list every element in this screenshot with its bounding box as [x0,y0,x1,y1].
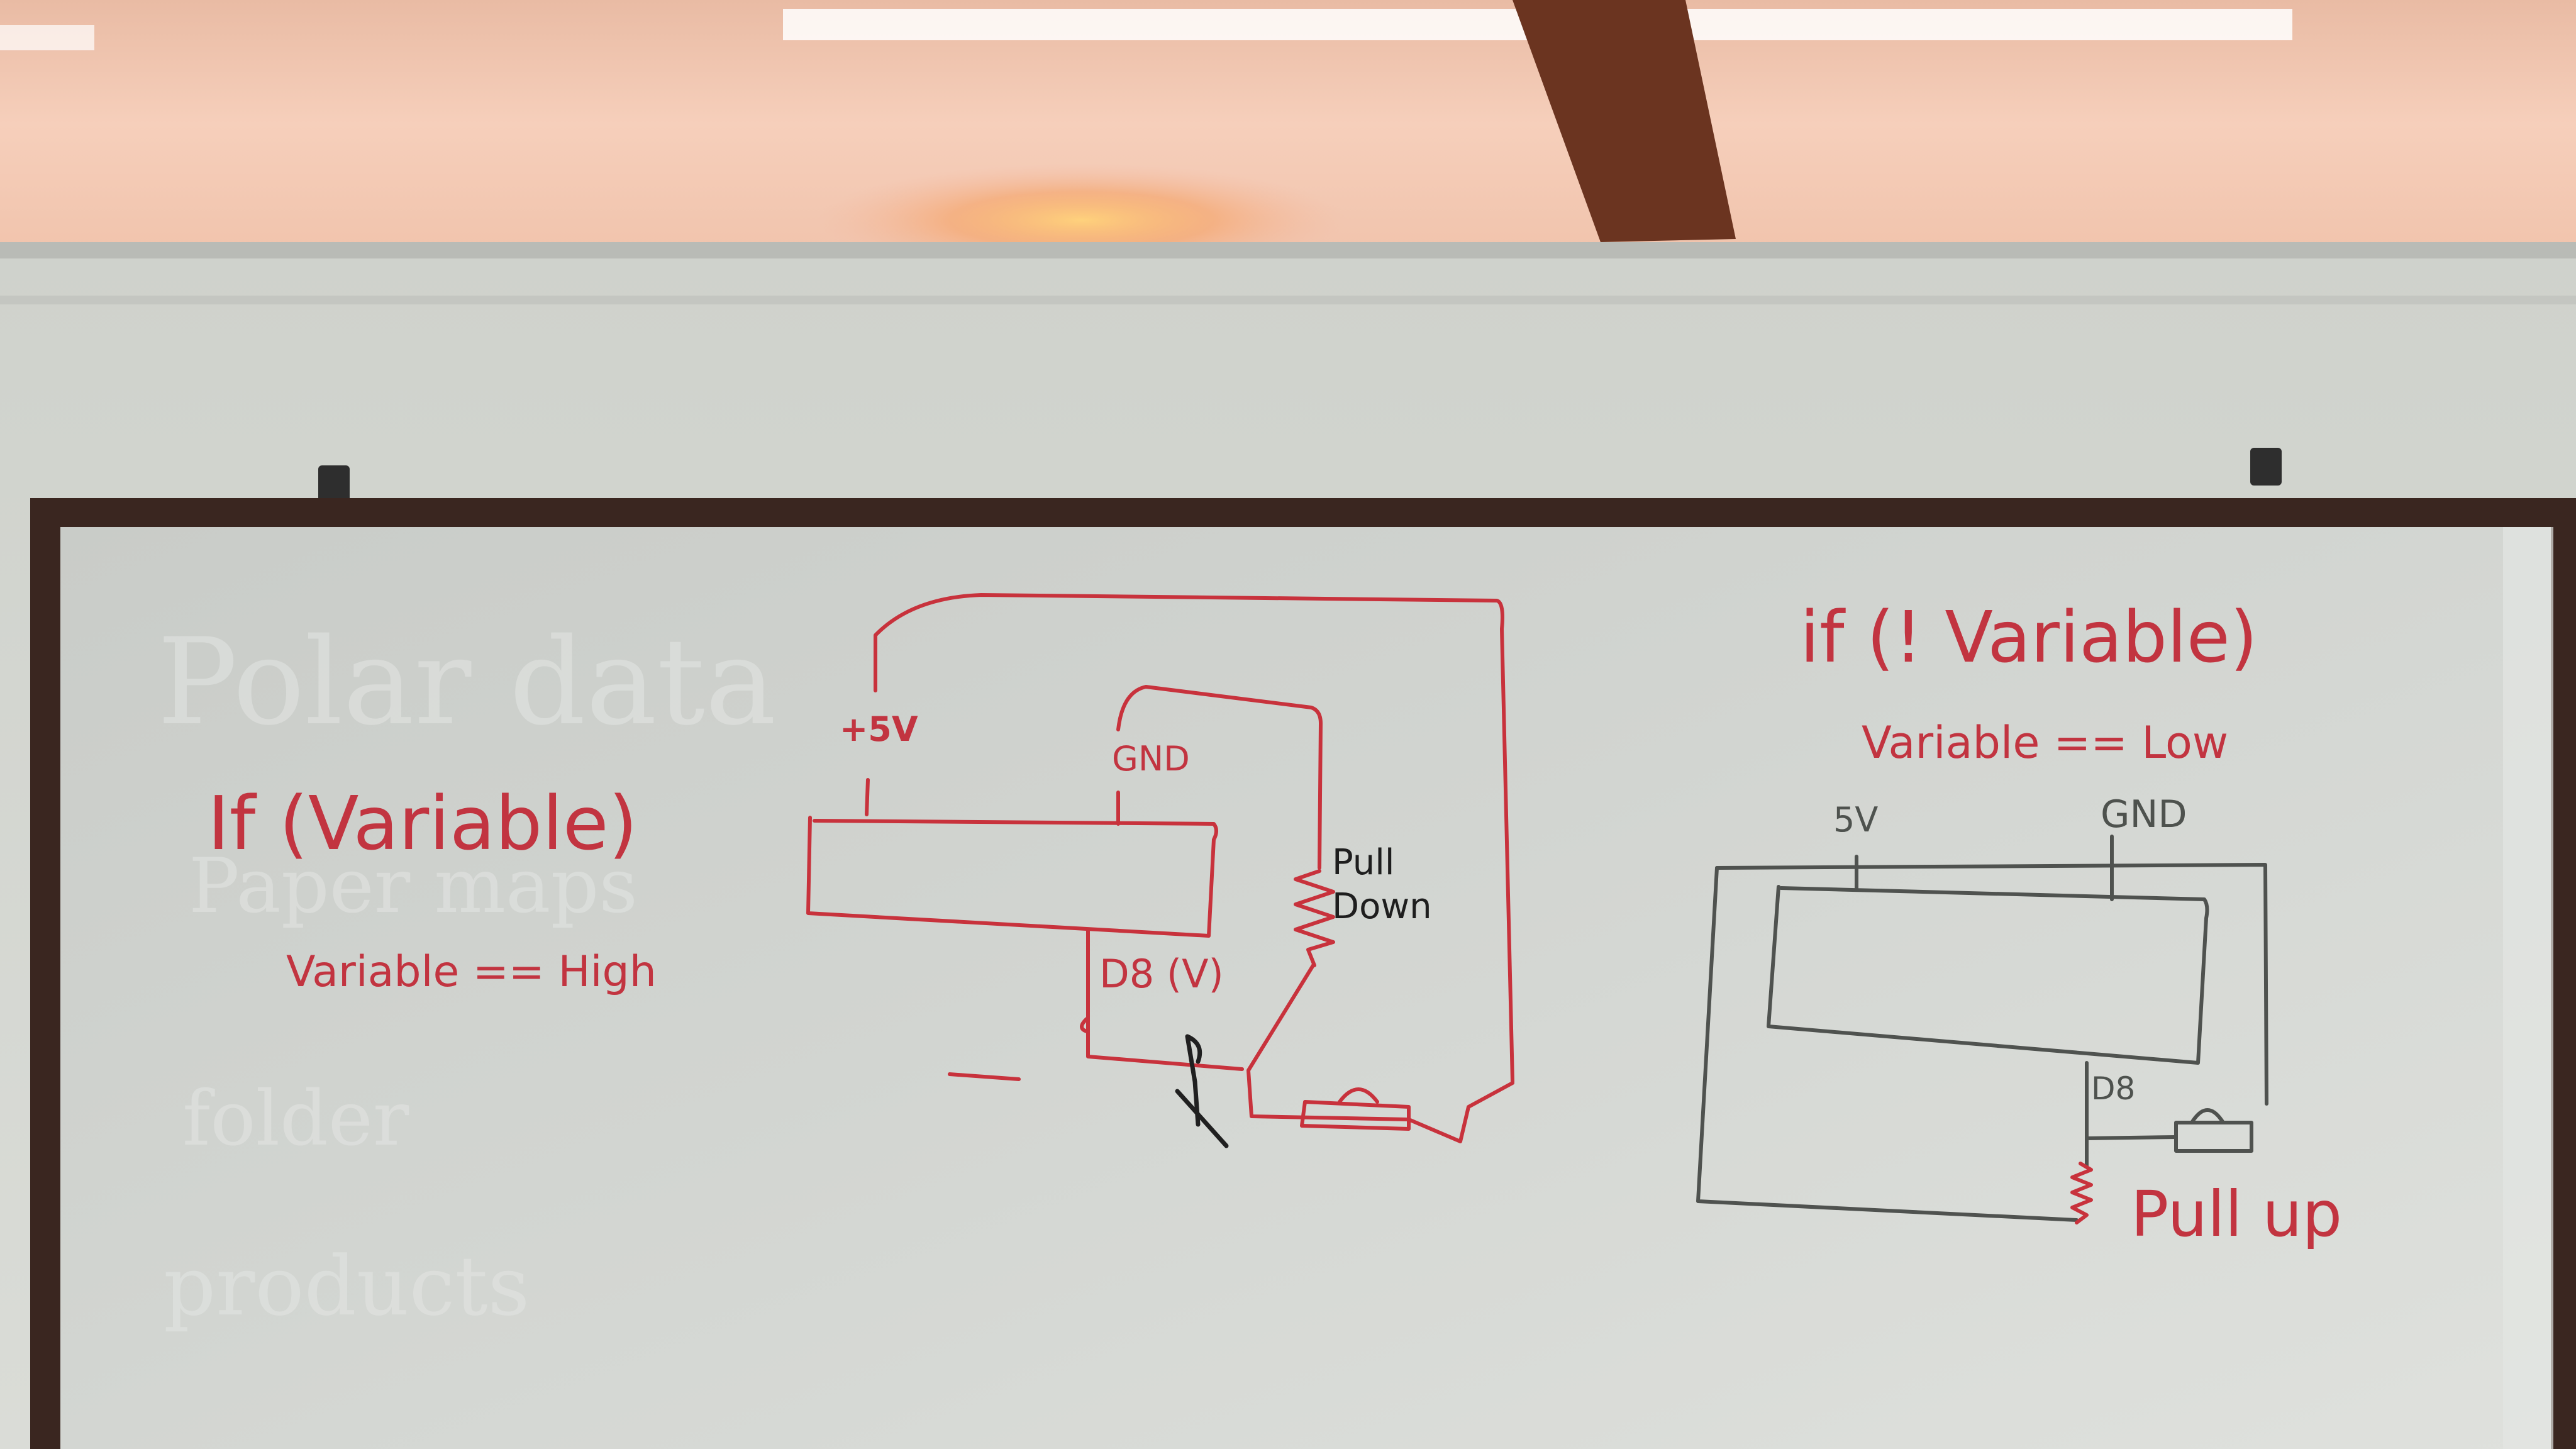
erased-writing: Polar data Paper maps folder products [157,613,776,1334]
right-condition-group: if (! Variable) Variable == Low [1800,597,2258,769]
middle-ground-label: GND [1112,739,1190,779]
pull-up-circuit: 5V GND D8 Pull up [1696,792,2342,1251]
middle-resistor-label-1: Pull [1332,842,1394,883]
middle-resistor-label-2: Down [1332,886,1432,927]
board-hook-right [2250,448,2282,486]
right-resistor-label: Pull up [2131,1177,2342,1251]
middle-supply-label: +5V [840,709,918,749]
svg-text:Polar data: Polar data [157,613,776,752]
board-edge [2503,527,2553,1449]
ceiling-light-left [0,25,94,50]
right-condition-text: if (! Variable) [1800,597,2258,679]
left-condition-group: If (Variable) Variable == High [208,780,657,997]
ceiling-beam [1513,0,1736,242]
pull-down-circuit: +5V GND Pull Down D8 (V) [806,593,1514,1148]
board-surface [60,527,2551,1449]
middle-pin-label: D8 (V) [1099,951,1224,997]
right-result-text: Variable == Low [1862,717,2228,769]
left-condition-text: If (Variable) [208,780,638,867]
svg-text:products: products [164,1238,530,1334]
svg-text:Paper maps: Paper maps [189,843,638,930]
right-ground-label: GND [2101,792,2187,836]
right-pin-label: D8 [2091,1070,2135,1107]
wall-ledge [0,242,2576,258]
left-result-text: Variable == High [286,947,657,997]
svg-text:folder: folder [182,1075,409,1163]
wall-molding [0,296,2576,304]
right-supply-label: 5V [1833,800,1878,840]
board-hook-left [318,465,350,503]
